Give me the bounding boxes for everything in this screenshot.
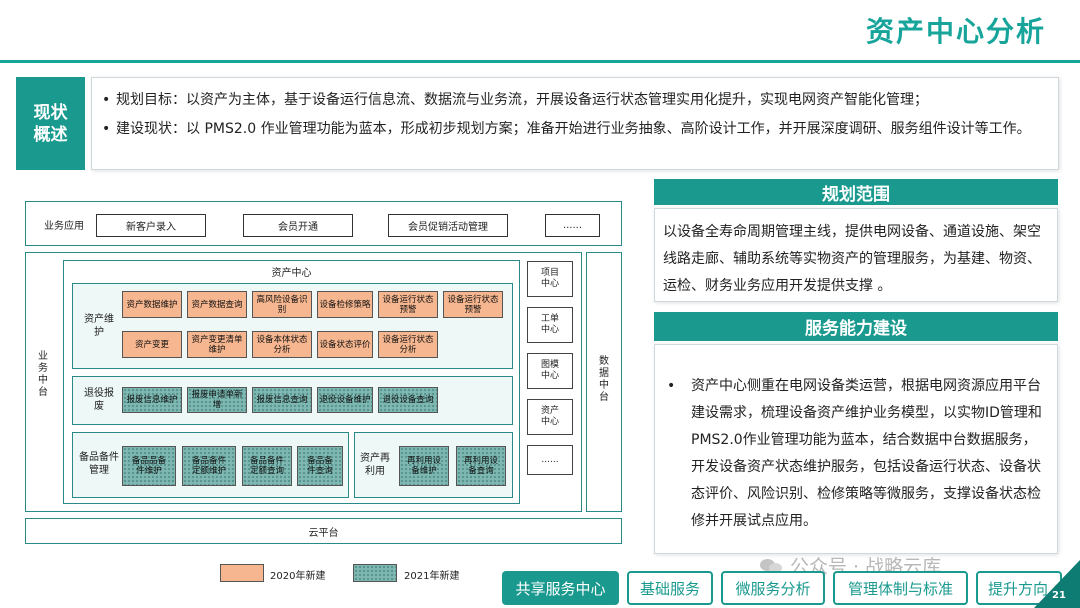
page-title: 资产中心分析 [865, 15, 1046, 48]
spare-parts-label: 备品备件管理 [79, 452, 119, 476]
data-platform-band [586, 252, 622, 512]
service-box-2021[interactable]: 备品备件定额查询 [242, 446, 292, 486]
summary-box: •规划目标：以资产为主体，基于设备运行信息流、数据流与业务流，开展设备运行状态管… [91, 77, 1059, 170]
side-center-box[interactable]: 项目中心 [527, 261, 573, 297]
tab-shared-service-center[interactable]: 共享服务中心 [502, 571, 619, 605]
capability-header: 服务能力建设 [654, 312, 1058, 341]
service-box-2021[interactable]: 再利用设备查询 [456, 446, 506, 486]
side-center-box[interactable]: 工单中心 [527, 307, 573, 343]
asset-reuse-label: 资产再利用 [360, 453, 390, 477]
summary-tag: 现状概述 [16, 77, 85, 170]
capability-bullet: •资产中心侧重在电网设备类运营，根据电网资源应用平台建设需求，梳理设备资产维护业… [667, 373, 1047, 535]
summary-bullet-1: •规划目标：以资产为主体，基于设备运行信息流、数据流与业务流，开展设备运行状态管… [100, 86, 1046, 115]
side-center-box[interactable]: 图模中心 [527, 353, 573, 389]
side-center-box[interactable]: 资产中心 [527, 399, 573, 435]
service-box-2020[interactable]: 资产变更清单维护 [187, 331, 247, 358]
biz-app-item[interactable]: 会员促销活动管理 [388, 214, 508, 237]
legend-swatch-2020 [220, 564, 264, 582]
service-box-2021[interactable]: 退役设备查询 [378, 387, 438, 413]
data-platform-label: 数据中台 [599, 356, 609, 403]
legend-label-2020: 2020年新建 [270, 571, 326, 582]
service-box-2020[interactable]: 设备状态评价 [317, 331, 373, 358]
service-box-2020[interactable]: 设备运行状态预警 [443, 291, 503, 318]
legend-swatch-2021 [353, 564, 397, 582]
scope-text: 以设备全寿命周期管理主线，提供电网设备、通道设施、架空线路走廊、辅助系统等实物资… [663, 224, 1041, 294]
scope-header: 规划范围 [654, 179, 1058, 205]
header-divider [0, 60, 1080, 63]
service-box-2021[interactable]: 退役设备维护 [317, 387, 373, 413]
retirement-label: 退役报废 [84, 388, 114, 412]
service-box-2021[interactable]: 备品品备件维护 [122, 446, 176, 486]
scope-box: 以设备全寿命周期管理主线，提供电网设备、通道设施、架空线路走廊、辅助系统等实物资… [654, 208, 1058, 302]
page-number: 21 [1052, 590, 1066, 601]
bullet-mark: • [667, 378, 676, 394]
service-box-2020[interactable]: 设备本体状态分析 [252, 331, 312, 358]
tab-management-standards[interactable]: 管理体制与标准 [833, 571, 968, 605]
cloud-platform-band: 云平台 [25, 518, 622, 544]
tab-basic-services[interactable]: 基础服务 [627, 571, 713, 605]
business-platform-label: 业务中台 [38, 351, 48, 398]
service-box-2021[interactable]: 备品备件查询 [297, 446, 343, 486]
biz-app-item[interactable]: ...... [545, 214, 600, 237]
service-box-2021[interactable]: 报废信息维护 [122, 387, 182, 413]
side-center-box[interactable]: ...... [527, 445, 573, 475]
capability-box: •资产中心侧重在电网设备类运营，根据电网资源应用平台建设需求，梳理设备资产维护业… [654, 344, 1058, 554]
bullet-mark: • [102, 121, 111, 137]
service-box-2020[interactable]: 设备运行状态预警 [378, 291, 438, 318]
bullet-mark: • [102, 92, 111, 108]
service-box-2020[interactable]: 资产变更 [122, 331, 182, 358]
biz-app-item[interactable]: 新客户录入 [96, 214, 206, 237]
service-box-2020[interactable]: 资产数据维护 [122, 291, 182, 318]
wechat-icon [760, 557, 784, 575]
service-box-2021[interactable]: 备品备件定额维护 [182, 446, 236, 486]
summary-bullet-2: •建设现状：以 PMS2.0 作业管理功能为蓝本，形成初步规划方案；准备开始进行… [100, 115, 1046, 144]
business-application-label: 业务应用 [44, 220, 84, 232]
tab-microservice-analysis[interactable]: 微服务分析 [721, 571, 825, 605]
service-box-2020[interactable]: 高风险设备识别 [252, 291, 312, 318]
legend-label-2021: 2021年新建 [404, 571, 460, 582]
service-box-2021[interactable]: 再利用设备维护 [399, 446, 449, 486]
service-box-2020[interactable]: 资产数据查询 [187, 291, 247, 318]
asset-maintenance-label: 资产维护 [84, 314, 114, 338]
biz-app-item[interactable]: 会员开通 [243, 214, 353, 237]
service-box-2021[interactable]: 报废信息查询 [252, 387, 312, 413]
service-box-2020[interactable]: 设备运行状态分析 [378, 331, 438, 358]
service-box-2020[interactable]: 设备检修策略 [317, 291, 373, 318]
service-box-2021[interactable]: 报废申请单新增 [187, 387, 247, 413]
asset-center-title: 资产中心 [271, 267, 312, 279]
